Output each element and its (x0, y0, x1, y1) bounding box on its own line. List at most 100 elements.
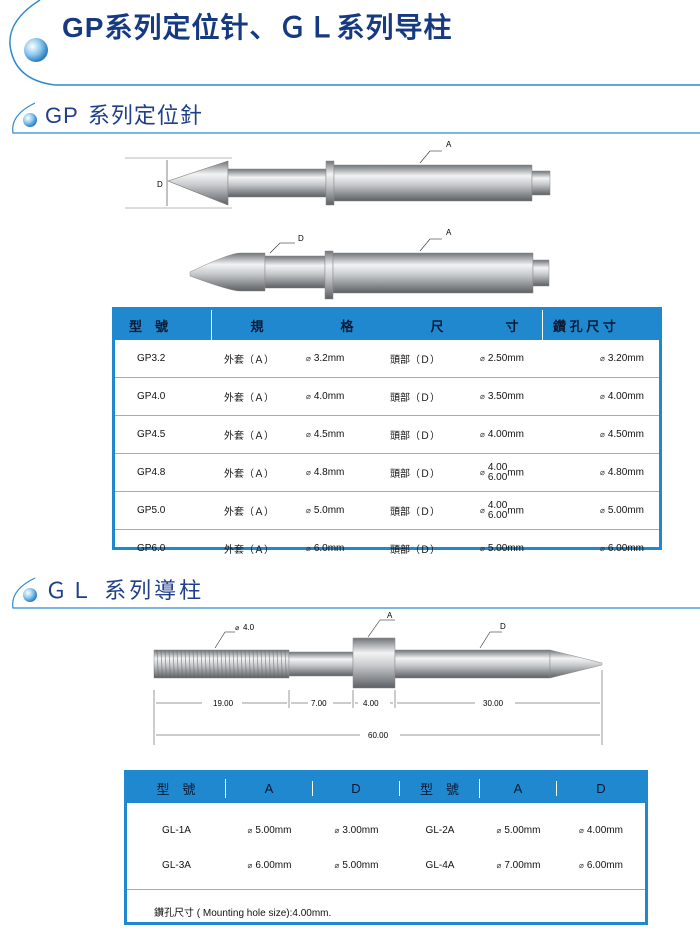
gl-cell: GL-3A (162, 860, 191, 871)
diameter-icon: ⌀ (496, 826, 502, 835)
diameter-icon: ⌀ (247, 826, 253, 835)
diameter-icon: ⌀ (579, 826, 584, 835)
diameter-icon: ⌀ (600, 392, 605, 401)
diameter-icon: ⌀ (600, 506, 605, 515)
diameter-icon: ⌀ (480, 392, 485, 401)
diameter-icon: ⌀ (306, 392, 311, 401)
diameter-icon: ⌀ (600, 544, 605, 553)
diameter-icon: ⌀ (480, 354, 485, 363)
gp-a-cell: ⌀3.2mm (306, 353, 345, 364)
gp-d-cell: ⌀2.50mm (480, 353, 524, 364)
gl-mounting-note: 鑽孔尺寸 ( Mounting hole size):4.00mm. (154, 908, 332, 919)
gl-header-cell: 型 號 (400, 778, 480, 798)
gl-header-cell: D (596, 780, 606, 796)
gl-section-title: ＧＬ 系列導柱 (45, 578, 205, 603)
diameter-icon: ⌀ (496, 861, 502, 870)
diameter-icon: ⌀ (480, 468, 485, 478)
gp-hole-cell: ⌀4.00mm (600, 391, 644, 402)
gp-head-cell: 頭部（Ｄ） (390, 507, 440, 518)
gp-label-a1: A (446, 140, 452, 149)
gl-cell: ⌀5.00mm (496, 825, 541, 836)
gp-a-cell: ⌀5.0mm (306, 505, 345, 516)
gp-model-cell: GP5.0 (137, 505, 166, 516)
diameter-icon: ⌀ (306, 430, 311, 439)
page-title: GP系列定位针、ＧＬ系列导柱 (62, 12, 453, 43)
gp-pin-cone-head (167, 160, 551, 206)
gp-a-cell: ⌀4.0mm (306, 391, 345, 402)
gp-sleeve-cell: 外套（Ａ） (224, 355, 274, 366)
gp-pin-diagram: D A D A (125, 140, 551, 300)
gp-sleeve-cell: 外套（Ａ） (224, 469, 274, 480)
gp-hole-cell: ⌀4.80mm (600, 467, 644, 478)
gp-table-header: 型 號 規 格 尺 寸 鑽 孔 尺 寸 (115, 310, 659, 340)
gl-cell: GL-2A (425, 825, 455, 836)
gp-model-cell: GP3.2 (137, 353, 166, 364)
gl-cell: GL-1A (162, 825, 191, 836)
gp-label-d1: D (157, 180, 163, 189)
gp-pin-bullet-head (189, 250, 550, 300)
gl-label-a: A (387, 611, 393, 620)
header-ball-icon (24, 38, 48, 62)
gp-head-cell: 頭部（Ｄ） (390, 431, 440, 442)
gp-head-cell: 頭部（Ｄ） (390, 469, 440, 480)
diameter-icon: ⌀ (480, 430, 485, 439)
diameter-icon: ⌀ (306, 468, 311, 477)
gl-dim-7: 7.00 (311, 699, 327, 708)
gl-thread-phi-icon: ⌀ (235, 625, 239, 632)
gl-header-cell: A (226, 780, 313, 796)
gp-sleeve-cell: 外套（Ａ） (224, 507, 274, 518)
gp-section-title: GP 系列定位針 (45, 103, 203, 128)
gl-cell: ⌀7.00mm (496, 860, 541, 871)
table-row: GP3.2 外套（Ａ） ⌀3.2mm 頭部（Ｄ） ⌀2.50mm ⌀3.20mm (115, 340, 659, 378)
gp-label-d2: D (298, 234, 304, 243)
diameter-icon: ⌀ (334, 826, 340, 835)
diameter-icon: ⌀ (480, 544, 485, 553)
gl-header-cell: 型 號 (127, 778, 226, 798)
gl-label-thread: 4.0 (243, 623, 255, 632)
diameter-icon: ⌀ (334, 861, 340, 870)
gp-ball-icon (23, 113, 37, 127)
gp-head-cell: 頭部（Ｄ） (390, 545, 440, 556)
gp-sleeve-cell: 外套（Ａ） (224, 393, 274, 404)
gl-cell: ⌀3.00mm (334, 825, 379, 836)
diameter-icon: ⌀ (579, 861, 584, 870)
gl-cell: ⌀6.00mm (247, 860, 292, 871)
gl-dim-19: 19.00 (213, 699, 234, 708)
gp-sleeve-cell: 外套（Ａ） (224, 431, 274, 442)
diameter-icon: ⌀ (600, 468, 605, 477)
gl-label-d: D (500, 622, 506, 631)
diameter-icon: ⌀ (480, 506, 485, 516)
gl-cell: ⌀6.00mm (579, 860, 623, 871)
gp-head-cell: 頭部（Ｄ） (390, 355, 440, 366)
gl-pin-diagram: ⌀ 4.0 A D 19.00 7.00 4.00 30.00 60.00 (153, 611, 603, 745)
gp-hole-cell: ⌀3.20mm (600, 353, 644, 364)
gp-model-cell: GP6.0 (137, 543, 166, 554)
diameter-icon: ⌀ (306, 506, 311, 515)
gl-cell: GL-4A (425, 860, 455, 871)
gp-hole-cell: ⌀5.00mm (600, 505, 644, 516)
diameter-icon: ⌀ (306, 354, 311, 363)
diameter-icon: ⌀ (600, 354, 605, 363)
table-row: GL-3A ⌀6.00mm ⌀5.00mm GL-4A ⌀7.00mm ⌀6.00mm (127, 848, 645, 883)
gp-hole-cell: ⌀4.50mm (600, 429, 644, 440)
diameter-icon: ⌀ (247, 861, 253, 870)
gp-d-cell: ⌀4.00mm (480, 429, 524, 440)
gl-cell: ⌀5.00mm (334, 860, 379, 871)
gl-dim-30: 30.00 (483, 699, 504, 708)
gp-a-cell: ⌀4.8mm (306, 467, 345, 478)
gp-d-cell: ⌀5.00mm (480, 543, 524, 554)
gp-hole-cell: ⌀6.00mm (600, 543, 644, 554)
gl-cell: ⌀5.00mm (247, 825, 292, 836)
gp-section-decoration (12, 102, 700, 134)
diameter-icon: ⌀ (306, 544, 311, 553)
gp-label-a2: A (446, 228, 452, 237)
diameter-icon: ⌀ (600, 430, 605, 439)
